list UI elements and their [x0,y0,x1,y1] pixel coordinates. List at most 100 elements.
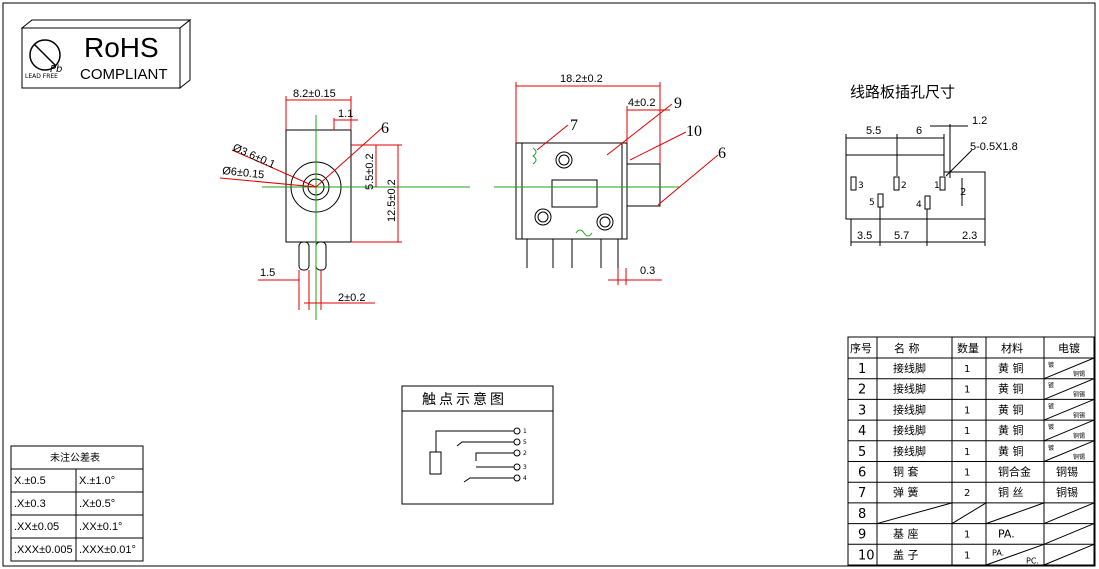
bom-cell-diagonal [1043,502,1095,525]
dim-v-small: 5.5±0.2 [364,153,376,190]
bom-cell-name: 弹 簧 [893,485,919,499]
pcb-pin-5: 5 [869,198,875,208]
pcb-dim-top-0: 5.5 [866,125,881,137]
bom-cell-name: 基 座 [893,527,919,541]
tol-cell: .X±0.3 [14,498,46,510]
bom-cell-diagonal [1043,398,1095,421]
rohs-subtitle: COMPLIANT [80,66,168,83]
bom-cell-mat: 黄 铜 [998,444,1024,458]
leadfree-logo-mark: Pb [50,64,62,75]
contact-diagram: 触点示意图 1 5 2 3 4 [401,385,554,505]
bom-cell-plating: 镀 [1048,402,1054,410]
bom-cell-name: 接线脚 [893,382,926,396]
dim-v-large: 12.5±0.2 [386,179,398,222]
bom-cell-plating: 铜锡 [1073,432,1085,440]
pcb-pin-3: 3 [858,181,864,191]
leadfree-caption: LEAD FREE [25,73,58,80]
bom-cell-diagonal [1043,357,1095,380]
pcb-dim-bottom-1: 5.7 [894,230,909,242]
bom-cell-qty: 1 [964,426,970,437]
bom-cell-name: 铜 套 [893,465,919,479]
dim-width: 8.2±0.15 [293,88,336,100]
tol-cell: .XXX±0.005 [14,544,73,556]
bom-cell-plating: 铜锡 [1073,370,1085,378]
bom-cell-plating: 镀 [1048,361,1054,369]
bom-cell-mat: PC. [1026,556,1039,565]
bom-cell-no: 8 [858,507,866,522]
bom-cell-mat: 黄 铜 [998,402,1024,416]
bom-cell-diagonal [985,502,1045,525]
bom-cell-qty: 2 [964,488,970,499]
dim-pin-pitch: 2±0.2 [338,292,365,304]
pcb-slot: 5-0.5X1.8 [970,141,1018,153]
contact-title: 触点示意图 [422,391,507,408]
contact-pin-5: 5 [523,439,527,446]
rohs-title: RoHS [84,32,159,63]
bom-cell-mat: 黄 铜 [998,361,1024,375]
pcb-dim-top-1: 6 [916,125,922,137]
dim-pin-gap: 0.3 [640,265,655,277]
bom-cell-no: 2 [858,383,866,398]
bom-cell-mat: 铜 丝 [998,485,1024,499]
bom-cell-no: 3 [858,403,866,418]
contact-pin-2: 2 [523,450,527,457]
pcb-layout: 线路板插孔尺寸 5.5 6 1.2 5-0.5X1.8 3 5 2 4 1 2 … [845,83,1018,246]
bom-cell-diagonal [1043,543,1095,566]
front-view: 18.2±0.2 4±0.2 0.3 7 9 10 6 [494,73,726,285]
pcb-pin-2: 2 [901,181,907,191]
bom-cell-plating: 铜锡 [1073,391,1085,399]
pcb-pin-4: 4 [916,200,922,210]
dim-tab: 1.1 [338,108,353,120]
bom-cell-diagonal [1043,419,1095,442]
bom-cell-qty: 1 [964,468,970,479]
dim-hole-outer: Ø6±0.15 [222,165,265,181]
bom-cell-no: 6 [858,466,866,481]
bom-cell-diagonal [876,502,953,525]
bom-cell-plating: 铜锡 [1056,485,1078,499]
bom-cell-qty: 1 [964,364,970,375]
bom-header: 名 称 [894,341,920,355]
pcb-dim-bottom-0: 3.5 [857,230,872,242]
front-callout-6: 6 [718,145,726,162]
bom-cell-qty: 1 [964,405,970,416]
bom-cell-diagonal [951,502,987,525]
bom-cell-qty: 1 [964,530,970,541]
bom-header: 序号 [850,341,872,355]
pcb-dim-bottom-2: 2.3 [962,230,977,242]
bom-cell-qty: 1 [964,385,970,396]
side-view: 8.2±0.15 1.1 Ø3.6±0.1 Ø6±0.15 6 5.5±0.2 … [219,88,470,320]
bom-cell-plating: 铜锡 [1056,465,1078,479]
bom-cell-mat: 黄 铜 [998,423,1024,437]
bom-cell-name: 接线脚 [893,402,926,416]
bom-cell-no: 5 [858,445,866,460]
bom-cell-name: 盖 子 [893,547,919,561]
tolerance-title: 未注公差表 [50,451,100,464]
bom-cell-diagonal [985,543,1045,566]
tol-cell: .XX±0.1° [79,521,122,533]
bom-cell-diagonal [1043,440,1095,462]
bom-cell-name: 接线脚 [893,423,926,437]
tol-cell: .XX±0.05 [14,521,59,533]
rohs-badge: Pb LEAD FREE RoHS COMPLIANT [20,18,192,90]
bom-header: 电镀 [1058,341,1080,355]
pcb-pin-1: 1 [934,181,940,191]
front-callout-7: 7 [570,117,578,134]
bom-cell-name: 接线脚 [893,444,926,458]
bom-cell-no: 9 [858,528,866,543]
bom-cell-mat: 铜合金 [998,465,1031,479]
tol-cell: X.±1.0° [79,475,115,487]
bom-cell-no: 1 [858,362,866,377]
tol-cell: .X±0.5° [79,498,115,510]
bom-cell-plating: 铜锡 [1073,453,1085,461]
leadfree-logo-icon [29,39,61,71]
pcb-title: 线路板插孔尺寸 [850,83,955,101]
bom-cell-plating: 铜锡 [1073,411,1085,419]
front-callout-10: 10 [686,123,702,140]
bom-cell-no: 7 [858,486,866,501]
bom-header: 数量 [957,342,979,355]
side-callout-6: 6 [381,120,389,137]
bom-cell-qty: 1 [964,447,970,458]
